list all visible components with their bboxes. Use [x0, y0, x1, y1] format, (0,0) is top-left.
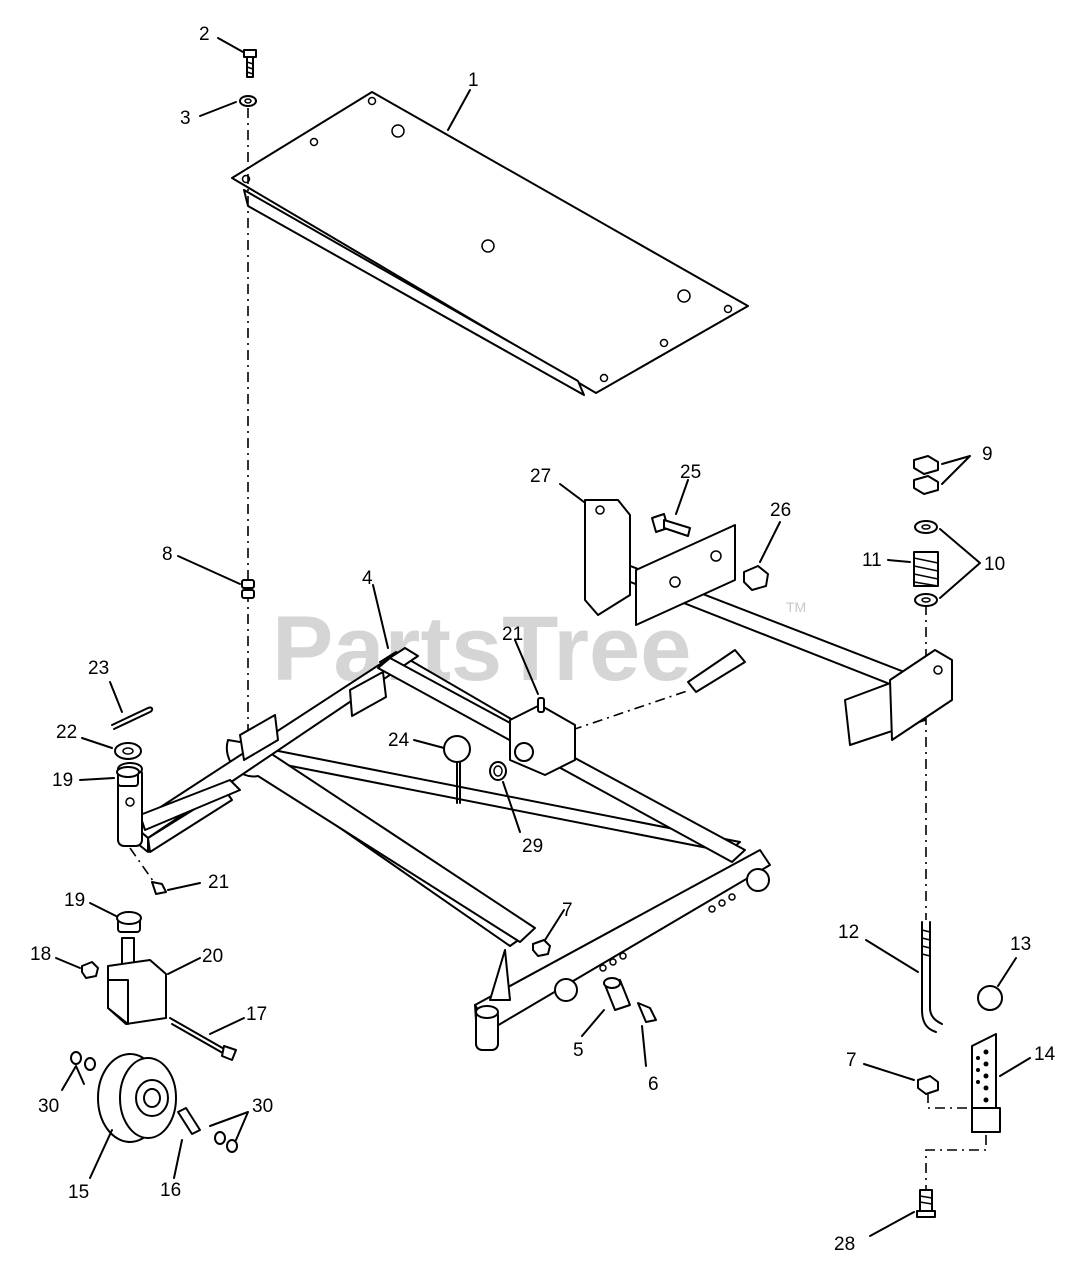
callout-1: 1	[468, 70, 479, 91]
leader-lines	[55, 37, 1031, 1237]
watermark: PartsTree	[272, 598, 691, 700]
callout-7-center: 7	[562, 900, 573, 921]
callout-14: 14	[1034, 1044, 1056, 1065]
callout-20: 20	[202, 946, 223, 967]
callout-7-right: 7	[846, 1050, 857, 1071]
washer-22	[114, 742, 142, 760]
bushing-19-bottom	[116, 911, 142, 933]
callout-25: 25	[680, 462, 701, 483]
bolt-21-bottom	[151, 881, 167, 895]
callout-30-right: 30	[252, 1096, 273, 1117]
callout-16: 16	[160, 1180, 181, 1201]
washer-3	[239, 95, 257, 107]
callout-27: 27	[530, 466, 551, 487]
alignment-line	[571, 689, 691, 731]
caster-fork-20	[107, 937, 167, 1025]
top-plate	[231, 91, 749, 396]
callout-21-top: 21	[502, 624, 523, 645]
callout-4: 4	[362, 568, 373, 589]
callout-6: 6	[648, 1074, 659, 1095]
nut-8	[241, 579, 255, 599]
bushing-19-top	[116, 766, 140, 787]
caster-wheel-15	[97, 1053, 177, 1143]
nut-7-right	[917, 1075, 939, 1095]
callout-19-bottom: 19	[64, 890, 85, 911]
callout-8: 8	[162, 544, 173, 565]
sleeve-16	[177, 1107, 201, 1135]
callout-26: 26	[770, 500, 791, 521]
callout-12: 12	[838, 922, 859, 943]
callout-30-left: 30	[38, 1096, 59, 1117]
callout-15: 15	[68, 1182, 89, 1203]
nut-7-center	[532, 939, 551, 957]
rod-12	[921, 921, 943, 1033]
callout-3: 3	[180, 108, 191, 129]
callout-10: 10	[984, 554, 1005, 575]
main-frame	[117, 647, 771, 1051]
callout-18: 18	[30, 944, 51, 965]
callout-13: 13	[1010, 934, 1031, 955]
washer-10-bottom	[914, 593, 938, 607]
callout-2: 2	[199, 24, 210, 45]
callout-labels: 1 2 3 4 5 6 7 7 8 9 10 11 12 13 14 15 16…	[30, 24, 1056, 1255]
bolt-28	[916, 1189, 936, 1218]
callout-22: 22	[56, 722, 77, 743]
callout-11: 11	[862, 550, 882, 571]
ring-13	[977, 985, 1003, 1011]
axle-bolt-17	[169, 1017, 237, 1061]
bolt-6	[637, 1002, 657, 1023]
alignment-line	[927, 1093, 985, 1109]
alignment-line	[925, 1135, 987, 1190]
bolt-2	[243, 49, 257, 78]
cotter-pin-23	[111, 706, 154, 730]
callout-5: 5	[573, 1040, 584, 1061]
watermark-tm: TM	[786, 599, 806, 615]
callout-19-top: 19	[52, 770, 73, 791]
bearings-30-right	[214, 1131, 238, 1153]
callout-28: 28	[834, 1234, 855, 1255]
nuts-9	[913, 455, 939, 495]
callout-29: 29	[522, 836, 543, 857]
spring-11	[913, 551, 939, 587]
callout-23: 23	[88, 658, 109, 679]
callout-21-bottom: 21	[208, 872, 229, 893]
pin-21-top	[537, 697, 545, 713]
callout-24: 24	[388, 730, 410, 751]
callout-9: 9	[982, 444, 993, 465]
bearings-30-left	[70, 1051, 96, 1071]
callout-17: 17	[246, 1004, 267, 1025]
alignment-line	[129, 847, 159, 889]
washer-10-top	[914, 520, 938, 534]
nut-18	[81, 961, 99, 979]
rear-axle-assembly	[584, 499, 953, 746]
ring-29	[489, 761, 507, 781]
bracket-14	[971, 1033, 1001, 1133]
spacer-5	[603, 977, 631, 1011]
